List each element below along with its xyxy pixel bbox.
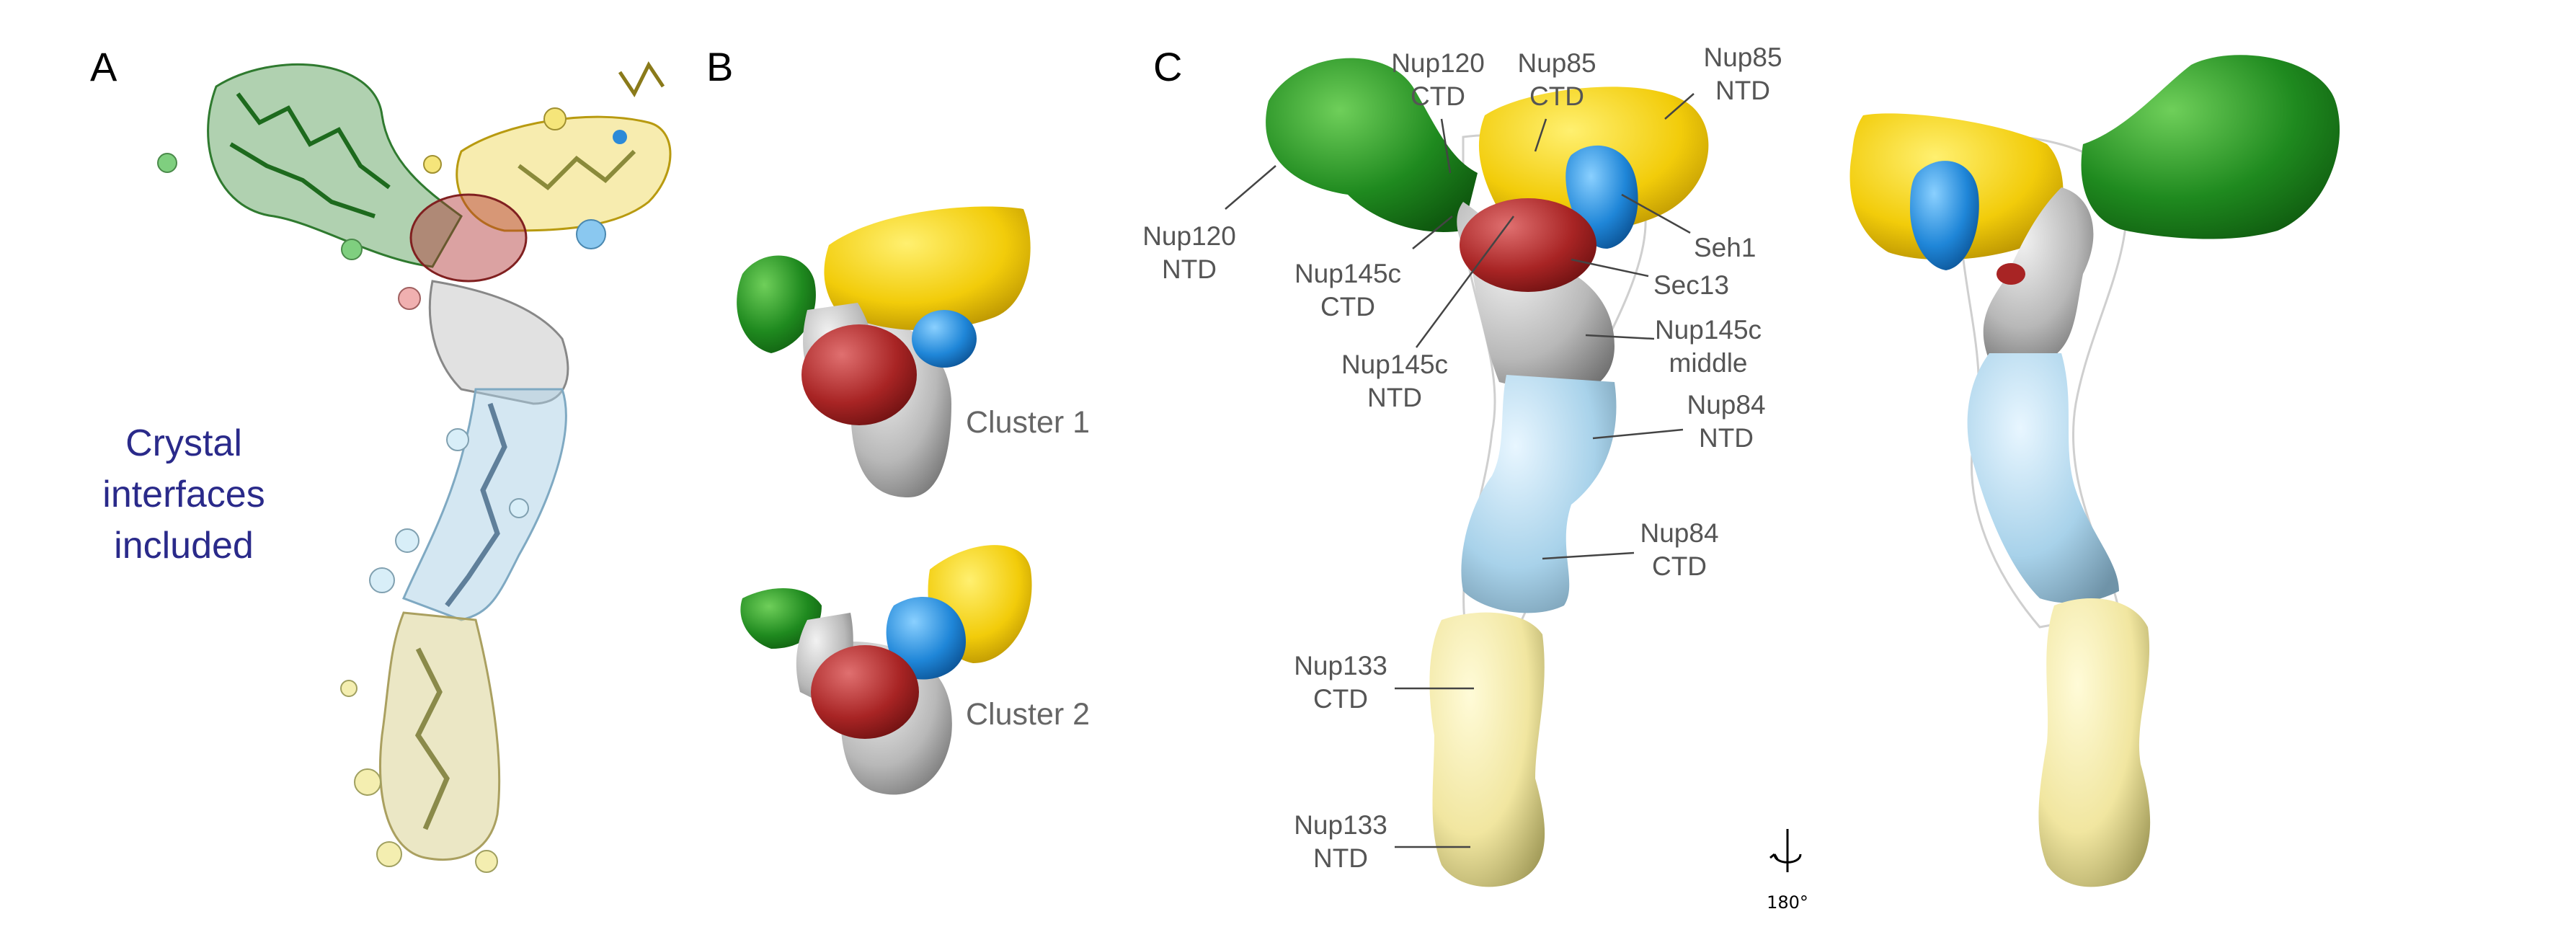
nup133-density [1429,612,1545,887]
panel-label-c: C [1153,44,1182,89]
label-nup145c-ntd-1: Nup145c [1341,350,1448,379]
panel-label-a: A [90,44,117,89]
label-nup85-ntd-1: Nup85 [1703,43,1782,72]
label-nup84-ctd-2: CTD [1652,551,1707,581]
rotation-label: 180° [1767,892,1808,913]
label-nup145c-ctd-1: Nup145c [1294,259,1401,288]
label-nup133-ctd-1: Nup133 [1294,651,1387,680]
label-nup145c-ntd-2: NTD [1367,383,1422,412]
label-nup120-ntd-2: NTD [1162,254,1217,284]
label-nup84-ntd-1: Nup84 [1687,390,1765,420]
panel-label-b: B [706,44,733,89]
label-nup85-ctd-1: Nup85 [1517,48,1596,78]
label-nup120-ctd-2: CTD [1411,81,1465,111]
label-nup133-ntd-2: NTD [1313,843,1368,873]
nup84-density [402,388,567,621]
label-nup120-ntd-1: Nup120 [1142,221,1236,251]
panel-a-model [157,61,672,873]
crystal-annotation-line3: included [114,525,254,567]
label-seh1: Seh1 [1694,233,1756,262]
label-nup120-ctd-1: Nup120 [1391,48,1485,78]
crystal-annotation-line2: interfaces [102,474,265,515]
sec13-density [409,193,528,283]
label-sec13: Sec13 [1653,270,1729,300]
panel-c-front-model [1266,58,1709,887]
label-nup84-ntd-2: NTD [1699,423,1754,453]
nup145c-density [428,280,569,405]
cluster-1-model [737,206,1031,497]
nup84-density [1461,375,1617,613]
nup120-density [1266,58,1478,232]
label-nup133-ctd-2: CTD [1313,684,1368,714]
crystal-annotation-line1: Crystal [125,422,242,464]
label-nup145c-middle-1: Nup145c [1655,315,1762,345]
label-nup85-ctd-2: CTD [1529,81,1584,111]
rotate-icon [1769,829,1802,872]
sec13-density [1460,198,1596,292]
label-nup145c-ctd-2: CTD [1320,292,1375,321]
cluster-1-label: Cluster 1 [966,405,1090,440]
cluster-2-label: Cluster 2 [966,697,1090,732]
panel-c-leaders [1225,93,1695,848]
nup133-density [379,611,501,861]
label-nup133-ntd-1: Nup133 [1294,810,1387,840]
label-nup84-ctd-1: Nup84 [1640,518,1718,548]
cluster-2-model [740,545,1032,795]
panel-c-back-model [1849,55,2340,887]
label-nup85-ntd-2: NTD [1715,76,1770,105]
label-nup145c-middle-2: middle [1669,348,1748,378]
